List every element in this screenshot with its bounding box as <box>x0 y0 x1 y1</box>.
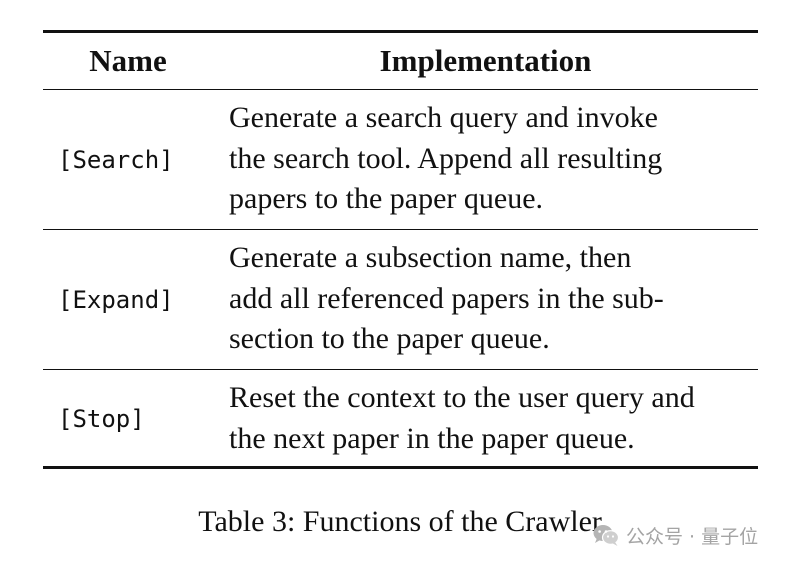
row-stop-name: [Stop] <box>58 405 145 433</box>
row-search-name: [Search] <box>58 146 174 174</box>
wechat-icon <box>593 525 620 546</box>
implementation-line: section to the paper queue. <box>229 322 550 355</box>
row-divider <box>43 369 758 371</box>
watermark-text: 公众号 · 量子位 <box>626 525 759 548</box>
row-divider <box>43 229 758 231</box>
table-caption: Table 3: Functions of the Crawler. <box>198 505 608 538</box>
implementation-line: Generate a subsection name, then <box>229 241 632 274</box>
header-name: Name <box>89 43 167 78</box>
implementation-line: Generate a search query and invoke <box>229 101 658 134</box>
implementation-line: papers to the paper queue. <box>229 182 544 215</box>
table-bottom-rule <box>43 466 758 469</box>
header-rule <box>43 89 758 91</box>
row-search-implementation: Generate a search query and invoke the s… <box>229 98 759 220</box>
row-stop-implementation: Reset the context to the user query and … <box>229 378 759 459</box>
implementation-line: the search tool. Append all resulting <box>229 141 663 175</box>
implementation-line: add all referenced papers in the sub- <box>229 281 664 315</box>
header-implementation: Implementation <box>379 43 592 78</box>
row-expand-implementation: Generate a subsection name, then add all… <box>229 238 759 360</box>
table-top-rule <box>43 30 758 33</box>
row-expand-name: [Expand] <box>58 286 174 314</box>
implementation-line: Reset the context to the user query and <box>229 381 695 414</box>
watermark: 公众号 · 量子位 <box>592 520 758 550</box>
implementation-line: the next paper in the paper queue. <box>229 421 635 455</box>
